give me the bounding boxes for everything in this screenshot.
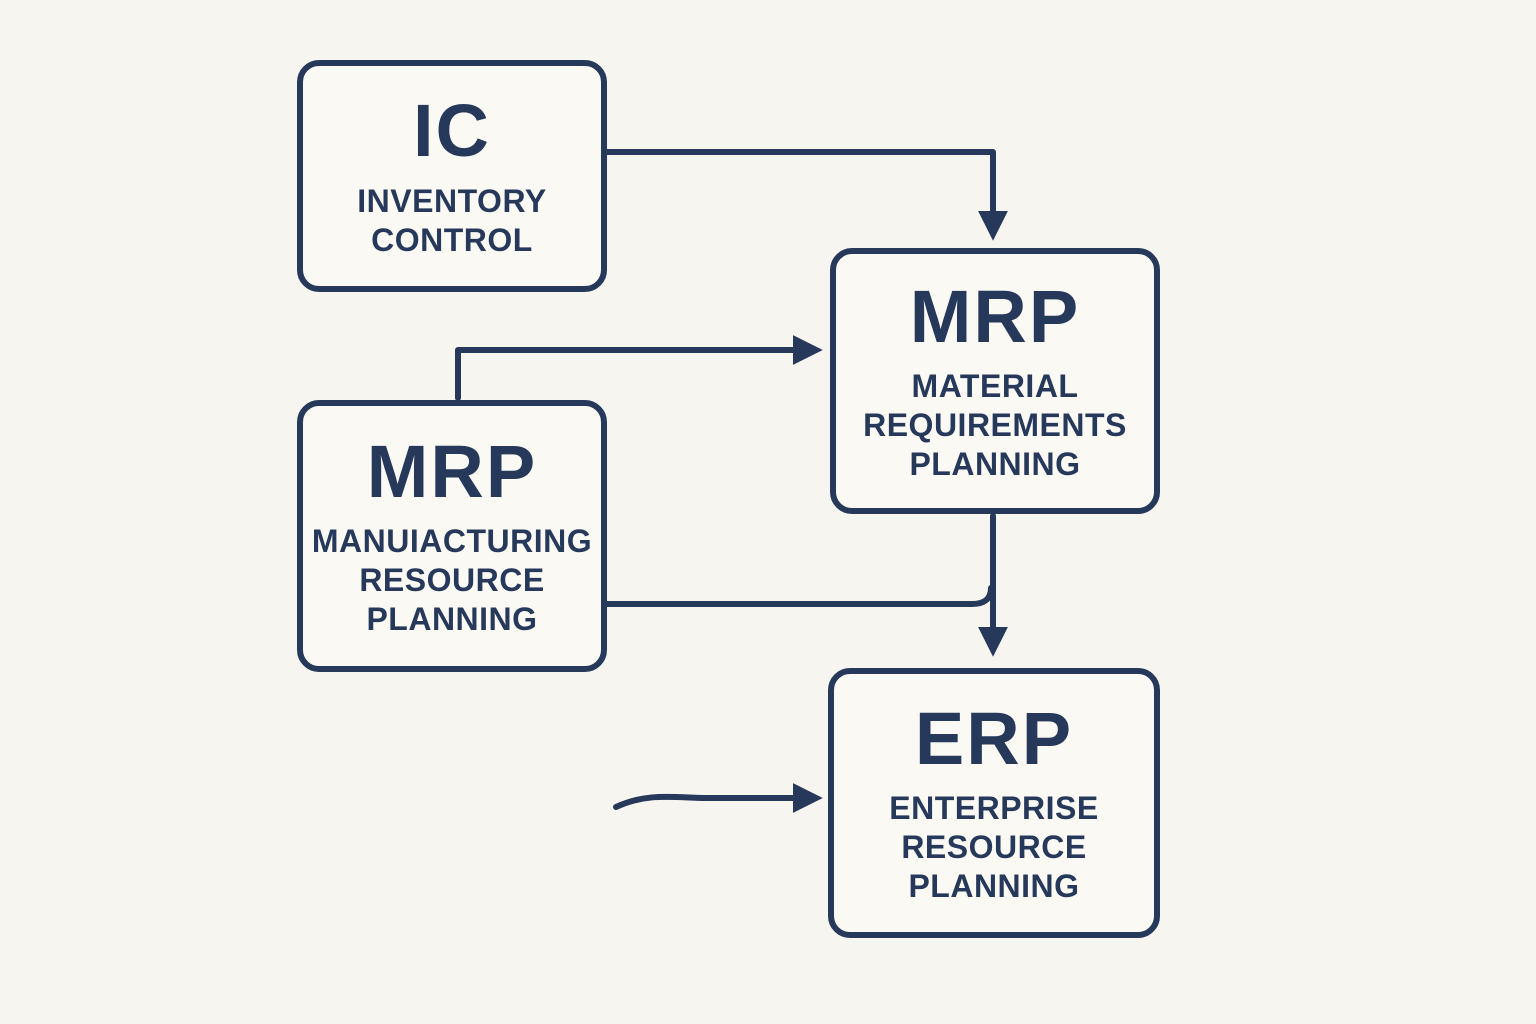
arrow-ic-to-mrp-icon xyxy=(604,149,1008,241)
node-acronym: MRP xyxy=(366,429,538,513)
node-inventory-control: IC INVENTORY CONTROL xyxy=(297,60,607,292)
node-label: ENTERPRISE RESOURCE PLANNING xyxy=(889,790,1099,905)
arrow-mrp2-to-mrp1-icon xyxy=(455,335,823,401)
node-manufacturing-resource-planning: MRP MANUIACTURING RESOURCE PLANNING xyxy=(297,400,607,672)
node-acronym: ERP xyxy=(914,696,1074,780)
node-acronym: IC xyxy=(413,89,491,173)
node-label: INVENTORY CONTROL xyxy=(357,182,547,258)
node-material-requirements-planning: MRP MATERIAL REQUIREMENTS PLANNING xyxy=(830,248,1160,514)
arrow-into-erp-icon xyxy=(613,783,823,813)
node-acronym: MRP xyxy=(909,274,1081,358)
node-label: MANUIACTURING RESOURCE PLANNING xyxy=(311,523,593,638)
arrow-mrp2-to-erp-icon xyxy=(604,585,994,607)
node-enterprise-resource-planning: ERP ENTERPRISE RESOURCE PLANNING xyxy=(828,668,1160,938)
node-label: MATERIAL REQUIREMENTS PLANNING xyxy=(863,368,1127,483)
